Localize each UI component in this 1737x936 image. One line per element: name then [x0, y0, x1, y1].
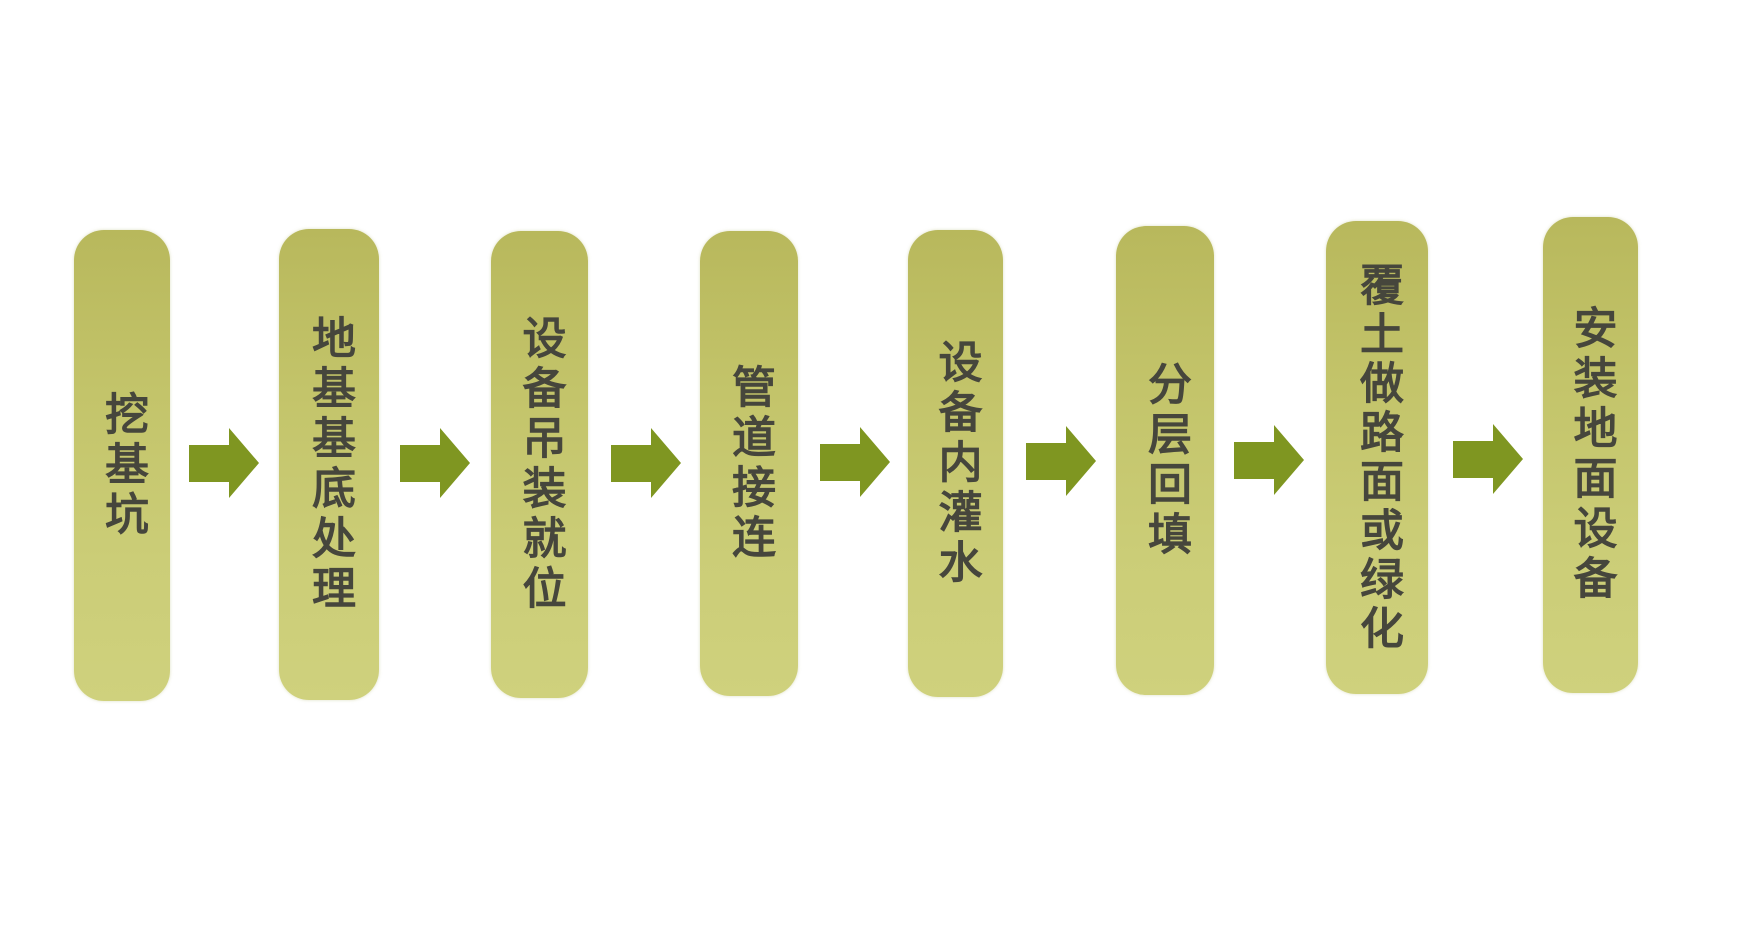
- step-label: 设备内灌水: [930, 338, 982, 589]
- step-label: 分层回填: [1140, 360, 1191, 561]
- step-label: 设备吊装就位: [514, 314, 566, 615]
- arrow-right-icon: [400, 428, 472, 500]
- step-soil-cover-road-or-greening: 覆土做路面或绿化: [1326, 221, 1428, 694]
- arrow-right-icon: [1453, 424, 1525, 496]
- step-foundation-base-treatment: 地基基底处理: [279, 229, 379, 700]
- step-install-ground-equipment: 安装地面设备: [1543, 217, 1638, 693]
- arrow-right-icon: [189, 428, 261, 500]
- step-pipe-connection: 管道接连: [700, 231, 798, 696]
- step-layered-backfill: 分层回填: [1116, 226, 1214, 695]
- arrow-right-icon: [611, 428, 683, 500]
- step-label: 安装地面设备: [1565, 305, 1617, 605]
- step-dig-foundation-pit: 挖基坑: [74, 230, 170, 701]
- step-equipment-water-filling: 设备内灌水: [908, 230, 1003, 697]
- step-label: 地基基底处理: [304, 314, 355, 615]
- arrow-right-icon: [1234, 425, 1306, 497]
- step-label: 挖基坑: [97, 390, 148, 541]
- step-label: 覆土做路面或绿化: [1352, 261, 1403, 654]
- step-equipment-hoisting: 设备吊装就位: [491, 231, 588, 698]
- step-label: 管道接连: [724, 363, 775, 564]
- arrow-right-icon: [1026, 426, 1098, 498]
- arrow-right-icon: [820, 427, 892, 499]
